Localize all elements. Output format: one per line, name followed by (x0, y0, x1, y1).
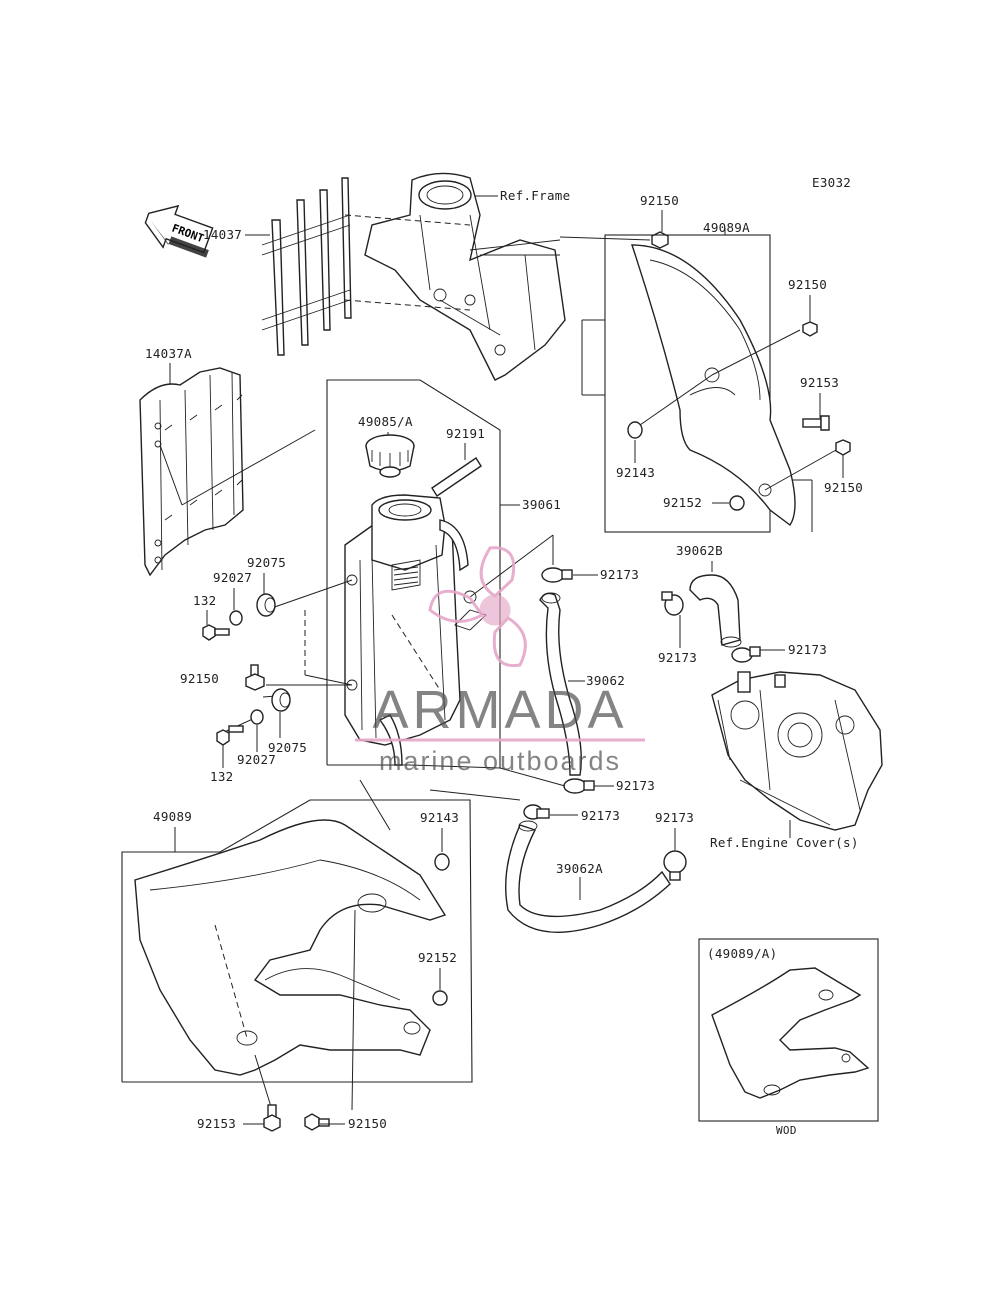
label-49085A: 49085/A (358, 414, 413, 429)
hose-clamp-icon (523, 804, 550, 820)
ref-engine-cover-label: Ref.Engine Cover(s) (710, 835, 859, 850)
hose-clamp-icon (663, 850, 687, 881)
label-39062B: 39062B (676, 543, 723, 558)
shroud-49089A-frame (604, 234, 771, 533)
label-92027-a: 92027 (213, 570, 252, 585)
engine-cover (711, 671, 883, 831)
radiator-louver-14037 (261, 177, 471, 356)
label-39062: 39062 (586, 673, 625, 688)
label-92150-r2: 92150 (824, 480, 863, 495)
hose-clamp-icon (541, 567, 573, 583)
label-92191: 92191 (446, 426, 485, 441)
watermark-brand: ARMADA (372, 680, 627, 740)
shroud-49089 (134, 819, 447, 1076)
grommet-icon (256, 593, 276, 617)
inset-shroud (711, 967, 870, 1099)
label-49089: 49089 (153, 809, 192, 824)
label-92173-c: 92173 (788, 642, 827, 657)
label-92152-b: 92152 (418, 950, 457, 965)
label-92173-e: 92173 (581, 808, 620, 823)
label-39062A: 39062A (556, 861, 603, 876)
hose-39062B (689, 574, 741, 646)
bolt-icon (216, 725, 244, 746)
inset-frame (698, 938, 879, 1122)
washer-icon (229, 610, 243, 626)
diagram-code: E3032 (812, 175, 851, 190)
radiator-core (344, 494, 487, 766)
label-92150-b: 92150 (348, 1116, 387, 1131)
front-arrow-icon: FRONT (144, 204, 214, 258)
bolt-icon (802, 415, 830, 431)
watermark-tagline: marine outboards (379, 746, 621, 776)
label-14037: 14037 (203, 227, 242, 242)
shroud-49089A (631, 244, 796, 527)
grommet-icon (434, 853, 450, 871)
hose-clamp-icon (731, 646, 761, 663)
breather-pipe-icon (431, 457, 482, 497)
propeller-logo-icon (428, 546, 527, 668)
label-132-a: 132 (193, 593, 216, 608)
bolt-icon (802, 321, 818, 337)
label-92150-top: 92150 (640, 193, 679, 208)
label-92153-b: 92153 (197, 1116, 236, 1131)
bolt-icon (202, 624, 230, 641)
hose-clamp-icon (563, 778, 595, 794)
label-92153-r: 92153 (800, 375, 839, 390)
grommet-icon (627, 421, 643, 439)
bolt-icon (245, 664, 265, 691)
bolt-icon (263, 1104, 281, 1132)
hose-39062A (505, 824, 671, 933)
label-92027-b: 92027 (237, 752, 276, 767)
label-39061: 39061 (522, 497, 561, 512)
collar-icon (432, 990, 448, 1006)
label-14037A: 14037A (145, 346, 192, 361)
label-92173-d: 92173 (616, 778, 655, 793)
label-92143-r: 92143 (616, 465, 655, 480)
label-92152-r: 92152 (663, 495, 702, 510)
label-132-b: 132 (210, 769, 233, 784)
collar-icon (729, 495, 745, 511)
bolt-icon (835, 439, 851, 456)
shroud-49089-frame (121, 799, 473, 1083)
label-92075-a: 92075 (247, 555, 286, 570)
radiator-louver-14037A (139, 367, 244, 577)
ref-frame-label: Ref.Frame (500, 188, 570, 203)
frame-drawing (364, 172, 566, 381)
inset-title: (49089/A) (707, 946, 777, 961)
grommet-icon (271, 688, 291, 712)
radiator-cap-icon (365, 434, 415, 478)
label-49089A: 49089A (703, 220, 750, 235)
inset-caption: WOD (776, 1124, 797, 1137)
label-92173-b: 92173 (658, 650, 697, 665)
bolt-icon (559, 231, 669, 249)
washer-icon (250, 709, 264, 725)
watermark: ARMADA marine outboards (355, 546, 645, 776)
label-92143-b: 92143 (420, 810, 459, 825)
radiator-assembly-frame (326, 379, 501, 768)
label-92150-l: 92150 (180, 671, 219, 686)
bolt-icon (304, 1113, 330, 1131)
label-92075-b: 92075 (268, 740, 307, 755)
hose-clamp-icon (661, 591, 684, 616)
label-92173-a: 92173 (600, 567, 639, 582)
label-92173-f: 92173 (655, 810, 694, 825)
label-92150-r1: 92150 (788, 277, 827, 292)
hose-39062 (539, 592, 582, 776)
